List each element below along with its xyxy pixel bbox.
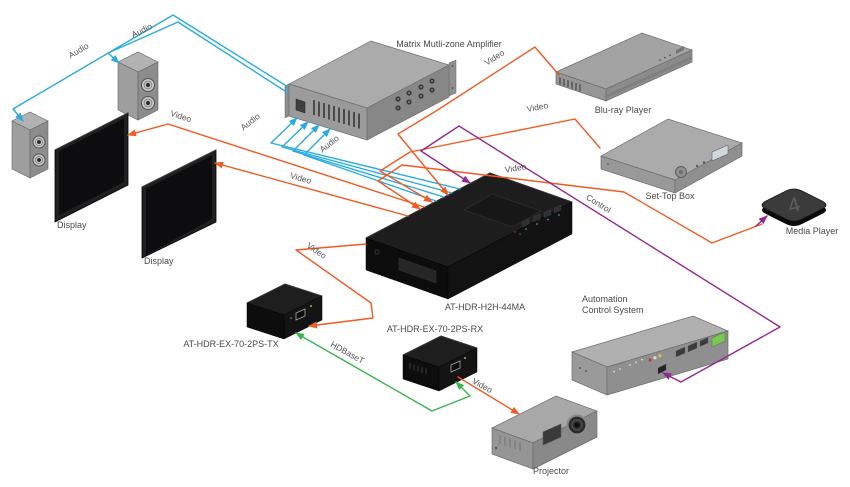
audio-line-matrix-to-amp-3: [292, 124, 445, 198]
control-line-acs-to-matrix: [420, 125, 781, 383]
hdbaset-line-tx-to-rx: [295, 332, 471, 412]
video-label-tx: Video: [305, 240, 329, 261]
video-label-bluray: Video: [483, 47, 507, 67]
audio-line-amp-to-speaker-upper: [107, 21, 289, 94]
acs-label-line2: Control System: [582, 305, 644, 315]
rx-extender: [402, 335, 478, 392]
speaker-upper: [117, 51, 159, 121]
projector-label: Projector: [533, 466, 569, 476]
display-2-label: Display: [144, 256, 174, 266]
settop-label: Set-Top Box: [645, 191, 695, 201]
display-1-label: Display: [57, 220, 87, 230]
amplifier-port-icon: [295, 98, 306, 114]
settop-dial-icon: [675, 166, 687, 178]
hdmi-matrix: [365, 172, 573, 300]
device-labels: Matrix Mutli-zone Amplifier Blu-ray Play…: [57, 39, 838, 476]
media-player: 4: [761, 188, 827, 226]
projector-panel-icon: [542, 423, 562, 446]
video-line-bluray-to-matrix: [397, 46, 560, 196]
display-2: [141, 149, 217, 259]
audio-label-1: Audio: [67, 40, 91, 60]
display-1: [54, 112, 129, 223]
audio-label-2: Audio: [130, 21, 154, 40]
video-line-settop-to-matrix: [379, 118, 601, 203]
amplifier-terminals-icon: [395, 78, 435, 111]
automation-control-system: [570, 315, 730, 396]
amplifier-label: Matrix Mutli-zone Amplifier: [396, 39, 502, 49]
bluray-vents-icon: [559, 77, 581, 92]
video-line-matrix-to-display-1: [127, 123, 425, 208]
audio-label-4: Audio: [318, 133, 342, 154]
projector-lens-icon: [566, 414, 588, 436]
projector: [491, 395, 598, 470]
bluray-player: [555, 32, 693, 102]
rx-label: AT-HDR-EX-70-2PS-RX: [387, 324, 483, 334]
audio-line-amp-to-speaker-left: [12, 14, 289, 122]
amplifier-vents-icon: [313, 100, 360, 129]
matrix-logo-icon: [374, 249, 380, 255]
projector-vents-icon: [499, 435, 521, 451]
acs-label-line1: Automation: [582, 294, 628, 304]
video-label-settop: Video: [526, 100, 549, 114]
connection-lines: [12, 14, 781, 415]
tx-port-icon: [295, 308, 306, 321]
control-label: Control: [584, 192, 613, 215]
video-label-mediaplayer: Video: [504, 161, 527, 174]
speaker-left: [11, 111, 49, 179]
video-line-matrix-to-display-2: [214, 161, 409, 217]
video-label-display1: Video: [169, 108, 193, 124]
speaker-driver-icon: [141, 78, 155, 110]
video-line-matrix-to-tx: [295, 243, 374, 329]
matrix-display-icon: [398, 257, 437, 284]
tx-label: AT-HDR-EX-70-2PS-TX: [183, 339, 278, 349]
bluray-label: Blu-ray Player: [595, 105, 652, 115]
control-stub-to-mediaplayer: [755, 215, 768, 227]
audio-line-matrix-to-amp-4: [303, 128, 437, 202]
speaker-driver-icon: [32, 135, 46, 167]
audio-line-matrix-to-amp-2: [281, 121, 453, 194]
audio-line-matrix-to-amp-1: [270, 117, 461, 190]
settop-box: [600, 118, 743, 194]
hdbaset-label: HDBaseT: [329, 339, 366, 366]
tx-extender: [246, 283, 323, 340]
video-line-rx-to-projector: [457, 376, 520, 415]
audio-label-3: Audio: [239, 111, 263, 132]
media-player-label: Media Player: [786, 226, 839, 236]
matrix-label: AT-HDR-H2H-44MA: [445, 302, 525, 312]
settop-display-icon: [711, 144, 729, 162]
matrix-amplifier: [284, 40, 457, 141]
